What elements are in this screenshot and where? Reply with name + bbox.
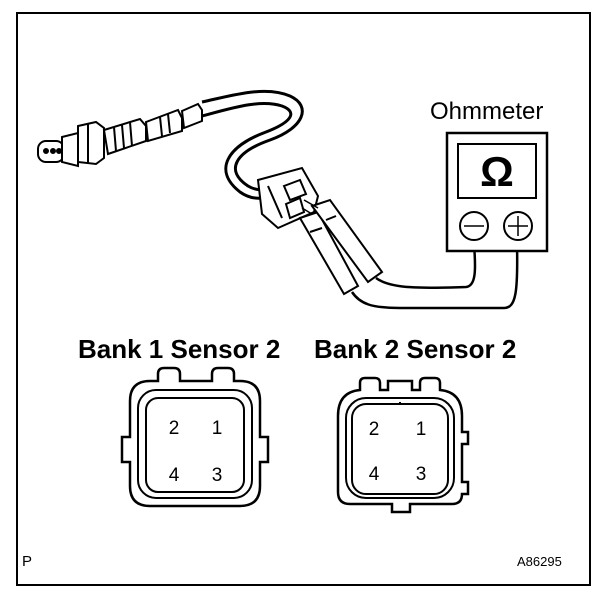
figure-frame — [16, 12, 591, 586]
bank1-sensor2-title: Bank 1 Sensor 2 — [78, 334, 281, 364]
probe-leads — [350, 243, 519, 310]
figure-code: A86295 — [517, 554, 562, 569]
pin-label: 4 — [169, 465, 180, 486]
pin-label: 1 — [212, 418, 223, 439]
pin-label: 2 — [369, 419, 380, 440]
pin-labels-bank1: 2 1 4 3 — [169, 418, 223, 486]
connector-face-bank1 — [120, 366, 270, 508]
test-probes — [298, 198, 384, 296]
ohm-symbol: Ω — [480, 148, 514, 195]
pin-labels-bank2: 2 1 4 3 — [369, 419, 427, 485]
pin-label: 1 — [416, 419, 427, 440]
oxygen-sensor — [37, 102, 203, 168]
pin-label: 4 — [369, 464, 380, 485]
pin-label: 2 — [169, 418, 180, 439]
corner-mark: P — [22, 553, 33, 570]
connector-face-bank2 — [336, 376, 470, 514]
ohmmeter-label: Ohmmeter — [430, 98, 544, 125]
ohmmeter: Ω — [445, 131, 549, 253]
sensor-cable — [201, 89, 304, 200]
harness-connector — [256, 166, 320, 230]
pin-label: 3 — [212, 465, 223, 486]
pin-label: 3 — [416, 464, 427, 485]
bank2-sensor2-title: Bank 2 Sensor 2 — [314, 334, 517, 364]
